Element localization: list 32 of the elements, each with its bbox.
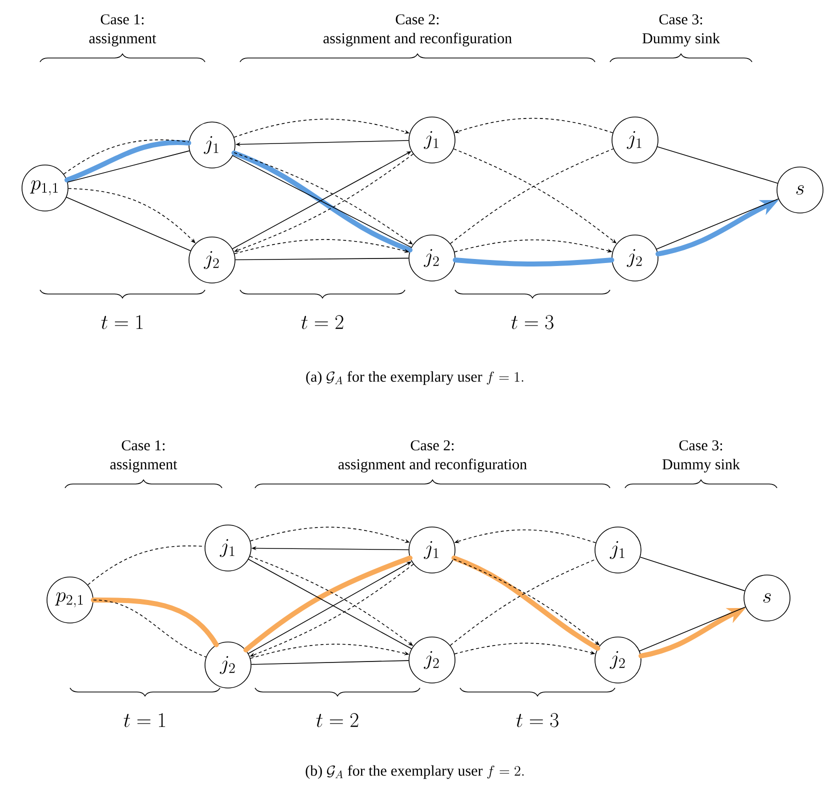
edge-line: [640, 556, 746, 592]
time-label: $t = 1$: [101, 315, 143, 330]
case-label: assignment: [110, 459, 178, 472]
case-label: assignment: [89, 33, 156, 46]
case-label: Case 3:: [679, 440, 722, 450]
edge-line: [251, 660, 409, 665]
edge-line: [67, 150, 190, 183]
edge-line: [66, 196, 191, 252]
edge-line: [90, 597, 219, 648]
case-label: Case 1:: [122, 440, 165, 450]
time-label: $t = 2$: [301, 315, 344, 330]
case-label: Case 1:: [100, 14, 144, 24]
edge-line: [639, 606, 746, 652]
time-label: $t = 1$: [124, 713, 166, 728]
case-label: Case 3:: [659, 14, 702, 24]
edge-line: [93, 600, 206, 658]
case-label: Case 2:: [410, 440, 454, 450]
caption: $\mbox{(a) }\mathcal{G}_A\mbox{ for the exemplary user }f = 1.$: [306, 371, 524, 385]
time-label: $t = 2$: [316, 713, 358, 728]
case-label: assignment and reconfiguration: [338, 458, 527, 472]
case-label: Dummy sink: [662, 458, 740, 472]
case-label: Dummy sink: [642, 32, 720, 46]
case-label: Case 2:: [396, 14, 439, 24]
edge-line: [63, 140, 190, 174]
case-label: assignment and reconfiguration: [323, 32, 512, 46]
time-label: $t = 3$: [516, 713, 558, 728]
caption: $\mbox{(b) }\mathcal{G}_A\mbox{ for the exemplary user }f = 2.$: [306, 765, 524, 779]
edge-line: [235, 258, 409, 260]
edge-line: [64, 140, 192, 182]
edge-line: [657, 146, 778, 184]
time-label: $t = 3$: [511, 315, 554, 330]
edge-line: [452, 258, 614, 267]
